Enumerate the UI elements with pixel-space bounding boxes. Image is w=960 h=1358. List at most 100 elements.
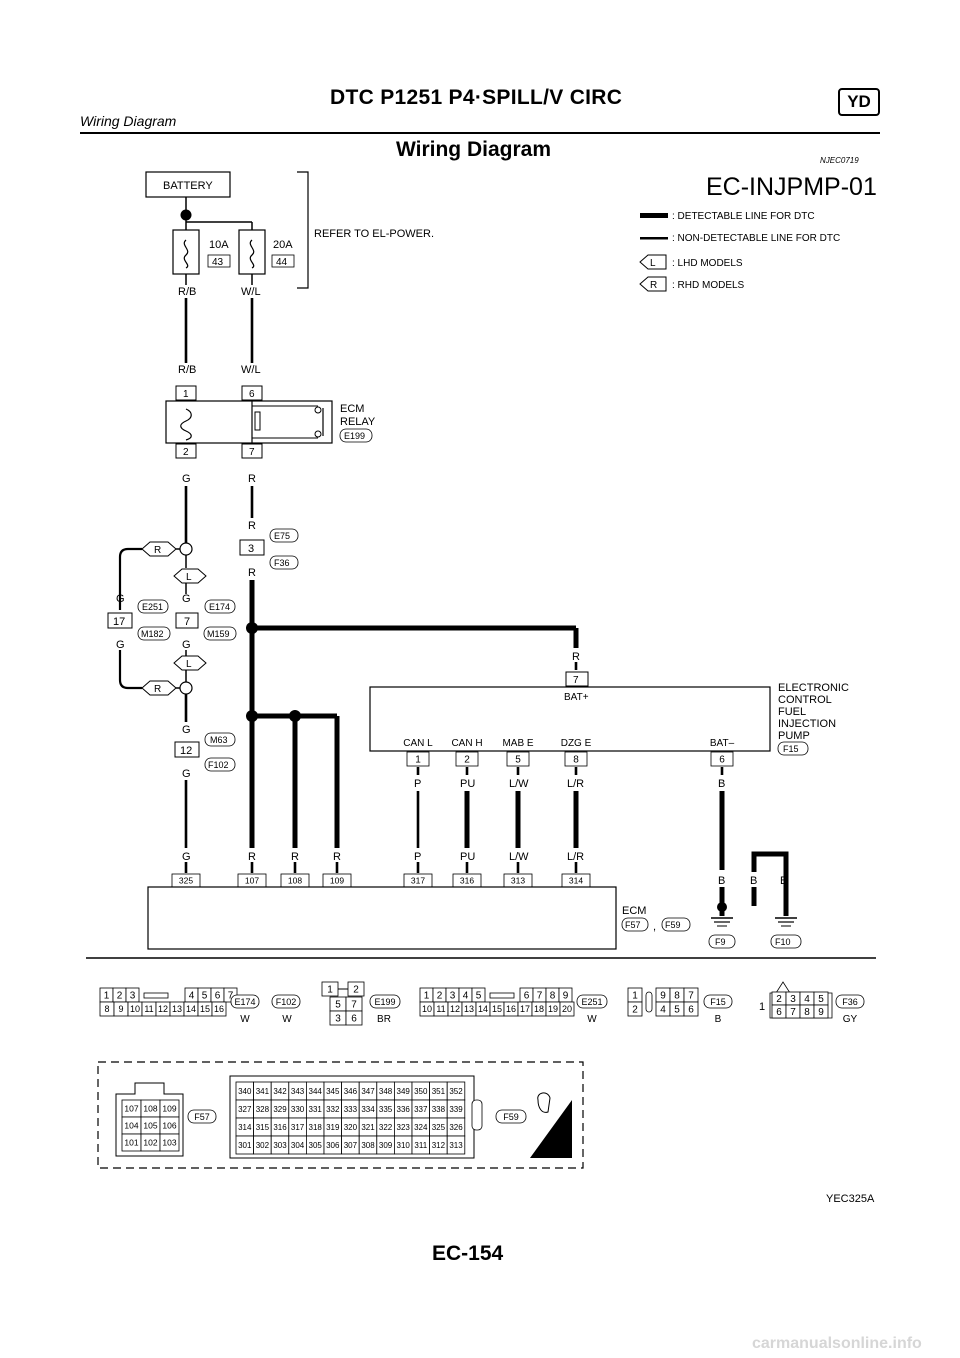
pin-number: 2 (776, 994, 782, 1005)
pin-number: 15 (200, 1004, 210, 1014)
e174-id-text: E174 (234, 997, 255, 1007)
pin-number: 313 (511, 876, 525, 886)
pin-number: 322 (379, 1123, 393, 1132)
pin-number: 332 (326, 1105, 340, 1114)
wire-b-mid: B (750, 875, 757, 887)
pin-number: 9 (118, 1004, 123, 1014)
pin-number: 5 (202, 991, 208, 1002)
wire-lw-ecm: L/W (509, 851, 529, 863)
ecm-box (147, 886, 617, 950)
pin-number: 315 (256, 1123, 270, 1132)
relay-pin-6 (241, 385, 263, 401)
pin-number: 303 (273, 1141, 287, 1150)
f36-pin-1: 1 (759, 1001, 765, 1013)
wire-r-relay: R (248, 473, 256, 485)
svg-text:7: 7 (573, 675, 579, 686)
pin-number: 18 (534, 1004, 544, 1014)
f57-id (187, 1109, 217, 1124)
e251-key (489, 992, 515, 999)
conn-pin-12-box (174, 741, 200, 758)
pin-number: 317 (411, 876, 425, 886)
pin-number: 345 (326, 1087, 340, 1096)
pump-pin-label: CAN L (403, 738, 433, 749)
wire-r-b: R (248, 567, 256, 579)
pin-number: 347 (361, 1087, 375, 1096)
e251-id (576, 994, 608, 1009)
tag-l-1 (173, 568, 207, 584)
pin-number: 3 (130, 991, 136, 1002)
conn-m63: M63 (210, 735, 228, 745)
pin-number: 341 (256, 1087, 270, 1096)
e174-id (230, 994, 260, 1009)
pin-number: 104 (124, 1121, 138, 1131)
wire-b-pump: B (718, 778, 725, 790)
conn-f36: F36 (274, 558, 290, 568)
e199-id-text: E199 (374, 997, 395, 1007)
pin-number: 6 (215, 991, 221, 1002)
pin-number: 318 (309, 1123, 323, 1132)
legend-non-detectable: : NON-DETECTABLE LINE FOR DTC (672, 233, 840, 244)
wire-lr-ecm: L/R (567, 851, 584, 863)
pin-number: 108 (143, 1104, 157, 1114)
pin-number: 352 (449, 1087, 463, 1096)
tag-l-2 (173, 655, 207, 671)
svg-text:7: 7 (249, 447, 255, 458)
pin-number: 1 (632, 991, 638, 1002)
conn-pin-7-box (175, 612, 199, 629)
pin-number: 19 (548, 1004, 558, 1014)
pump-pin-label: DZG E (561, 738, 592, 749)
pin-number: 331 (309, 1105, 323, 1114)
e251-color: W (587, 1014, 597, 1025)
pin-number: 7 (688, 991, 694, 1002)
pin-number: 346 (344, 1087, 358, 1096)
pin-number: 342 (273, 1087, 287, 1096)
f15-id (703, 994, 733, 1009)
svg-text:CONTROL: CONTROL (778, 694, 832, 706)
svg-text:,: , (653, 921, 656, 933)
pin-number: 338 (432, 1105, 446, 1114)
wire-g-c: G (182, 639, 191, 651)
pin-number: 2 (117, 991, 123, 1002)
f57-cell (159, 1133, 180, 1152)
battery-label: BATTERY (163, 180, 213, 192)
fuse-44-element (249, 239, 255, 269)
wire-lw-pump: L/W (509, 778, 529, 790)
e251-id-text: E251 (581, 997, 602, 1007)
pin-number: 319 (326, 1123, 340, 1132)
g-line-open-2 (179, 681, 193, 695)
battery-box (145, 171, 231, 198)
section-title: Wiring Diagram (396, 138, 551, 161)
pin-number: 321 (361, 1123, 375, 1132)
page-subtitle: Wiring Diagram (80, 113, 177, 129)
svg-text:R: R (154, 545, 161, 556)
pin-number: 15 (492, 1004, 502, 1014)
f102-id (271, 994, 301, 1009)
pin-number: 7 (537, 991, 543, 1002)
wire-r-a: R (248, 520, 256, 532)
relay-connector-e199: E199 (344, 431, 365, 441)
pin-number: 7 (228, 991, 234, 1002)
relay-label-1: ECM (340, 403, 364, 415)
conn-pin-3-box (239, 539, 265, 556)
pin-number: 4 (189, 991, 195, 1002)
fuse-43 (172, 229, 200, 275)
pin-number: 10 (422, 1004, 432, 1014)
pin-number: 309 (379, 1141, 393, 1150)
fuse-43-number: 43 (212, 257, 224, 268)
fuse-44-number: 44 (276, 257, 288, 268)
pin-number: 10 (130, 1004, 140, 1014)
pin-number: 7 (790, 1007, 796, 1018)
legend-non-detectable-swatch (640, 237, 668, 240)
f36-color: GY (843, 1014, 858, 1025)
wire-p-ecm: P (414, 851, 421, 863)
wire-rb-relay: R/B (178, 364, 196, 376)
pin-number: 2 (353, 985, 359, 996)
pin-number: 9 (660, 991, 666, 1002)
pump-pin-label: BAT– (710, 738, 735, 749)
pump-bat-plus: BAT+ (564, 692, 589, 703)
f15-id-text: F15 (710, 997, 726, 1007)
e174-key (143, 992, 169, 999)
svg-text:7: 7 (184, 616, 190, 628)
pin-number: 1 (424, 991, 430, 1002)
pin-number: 4 (463, 991, 469, 1002)
